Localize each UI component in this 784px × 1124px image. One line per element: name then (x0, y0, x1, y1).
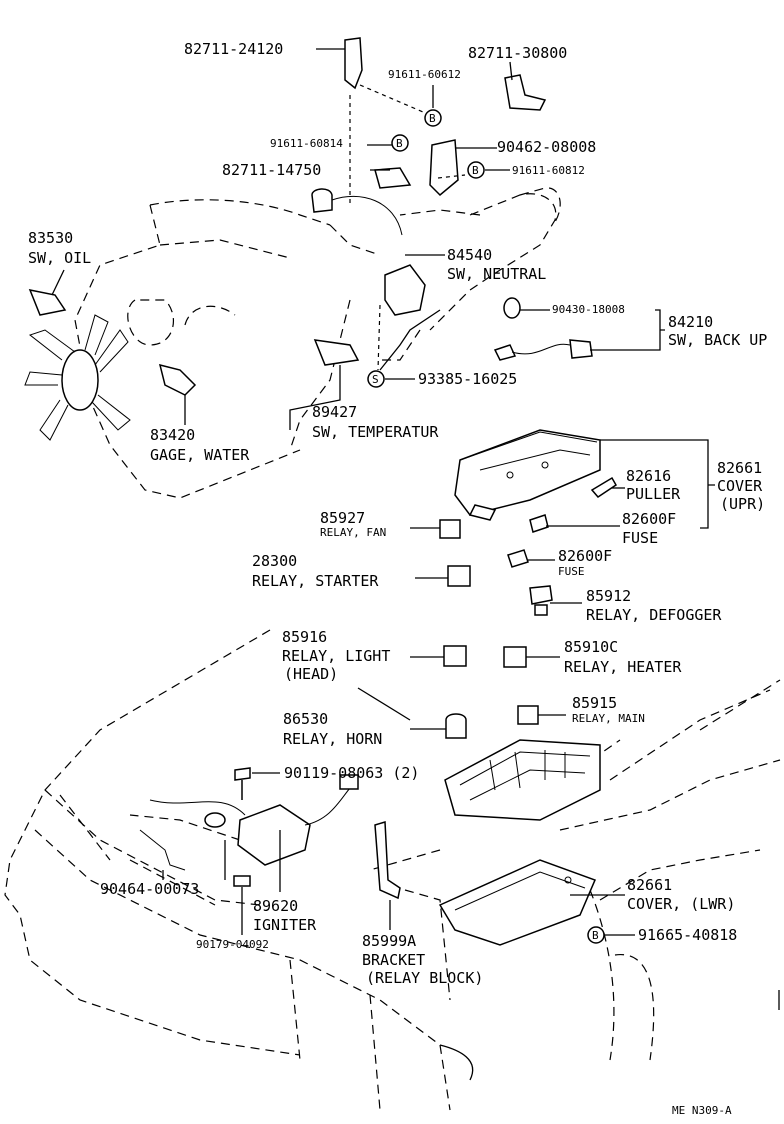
part-number: 28300 (252, 552, 297, 570)
part-name-detail: (UPR) (720, 495, 765, 513)
footer-code: ME N309-A (672, 1104, 732, 1117)
part-number: 82616 (626, 467, 671, 485)
part-name: RELAY, HORN (283, 730, 382, 748)
part-number: 91611-60612 (388, 68, 461, 81)
part-name-detail: (HEAD) (284, 665, 338, 683)
part-name: SW, OIL (28, 249, 91, 267)
part-name: RELAY, HEATER (564, 658, 682, 676)
part-name: IGNITER (253, 916, 317, 934)
callout-letter: S (372, 373, 379, 386)
part-number: 84210 (668, 313, 713, 331)
part-name: PULLER (626, 485, 681, 503)
callout-s: S (367, 370, 385, 388)
part-name: SW, TEMPERATUR (312, 423, 439, 441)
relay-icons (439, 519, 553, 739)
callout-b-4: B (587, 926, 605, 944)
part-number: 90179-04092 (196, 938, 269, 951)
part-number: 82711-14750 (222, 161, 321, 179)
part-number: 83530 (28, 229, 73, 247)
part-number: 90462-08008 (497, 138, 596, 156)
part-name: SW, NEUTRAL (447, 265, 546, 283)
part-number: 82711-24120 (184, 40, 283, 58)
part-name: RELAY, DEFOGGER (586, 606, 722, 624)
igniter-icon (139, 774, 359, 871)
part-number: 89620 (253, 897, 298, 915)
part-number: 82711-30800 (468, 44, 567, 62)
part-name: RELAY, STARTER (252, 572, 379, 590)
part-name: RELAY, LIGHT (282, 647, 390, 665)
puller-icon (590, 476, 617, 498)
part-number: 85927 (320, 509, 365, 527)
callout-b-1: B (424, 109, 442, 127)
callout-letter: B (592, 929, 599, 942)
fan-icon (24, 314, 131, 441)
part-name: FUSE (622, 529, 658, 547)
sensor-parts (28, 37, 593, 396)
part-number: 85916 (282, 628, 327, 646)
callout-b-2: B (391, 134, 409, 152)
part-name: RELAY, MAIN (572, 712, 645, 725)
part-number: 91611-60814 (270, 137, 343, 150)
part-name: COVER (717, 477, 763, 495)
fuse-upper-icon (529, 514, 549, 533)
leader-lines (51, 48, 715, 936)
part-name: SW, BACK UP (668, 331, 767, 349)
part-name: COVER, (LWR) (627, 895, 735, 913)
part-number: 82661 (717, 459, 762, 477)
part-labels: 82711-24120 82711-30800 91611-60612 9161… (28, 40, 767, 1117)
part-name: FUSE (558, 565, 585, 578)
bolt-icon (234, 767, 251, 800)
part-number: 85910C (564, 638, 618, 656)
part-number: 83420 (150, 426, 195, 444)
part-number: 93385-16025 (418, 370, 517, 388)
part-number: 90119-08063 (2) (284, 764, 419, 782)
part-number: 86530 (283, 710, 328, 728)
callout-letter: B (429, 112, 436, 125)
part-number: 84540 (447, 246, 492, 264)
part-number: 89427 (312, 403, 357, 421)
grommet-icon (233, 875, 251, 887)
part-number: 91611-60812 (512, 164, 585, 177)
fuse-box-cover-lower (438, 859, 597, 946)
fuse-lower-icon (507, 549, 529, 568)
part-name: GAGE, WATER (150, 446, 250, 464)
callout-letter: B (396, 137, 403, 150)
callout-b-3: B (467, 161, 485, 179)
part-number: 82600F (622, 510, 676, 528)
callout-letter: B (472, 164, 479, 177)
fuse-box-cover-upper (454, 429, 601, 521)
part-number: 85999A (362, 932, 416, 950)
part-number: 82661 (627, 876, 672, 894)
part-name-detail: (RELAY BLOCK) (366, 969, 483, 987)
part-number: 85912 (586, 587, 631, 605)
part-name: RELAY, FAN (320, 526, 386, 539)
part-number: 82600F (558, 547, 612, 565)
part-number: 90430-18008 (552, 303, 625, 316)
bracket-icon (374, 821, 401, 900)
part-number: 90464-00073 (100, 880, 199, 898)
relay-block-icon (444, 739, 601, 821)
car-body-outline (4, 629, 781, 1111)
part-number: 85915 (572, 694, 617, 712)
part-number: 91665-40818 (638, 926, 737, 944)
part-name: BRACKET (362, 951, 425, 969)
